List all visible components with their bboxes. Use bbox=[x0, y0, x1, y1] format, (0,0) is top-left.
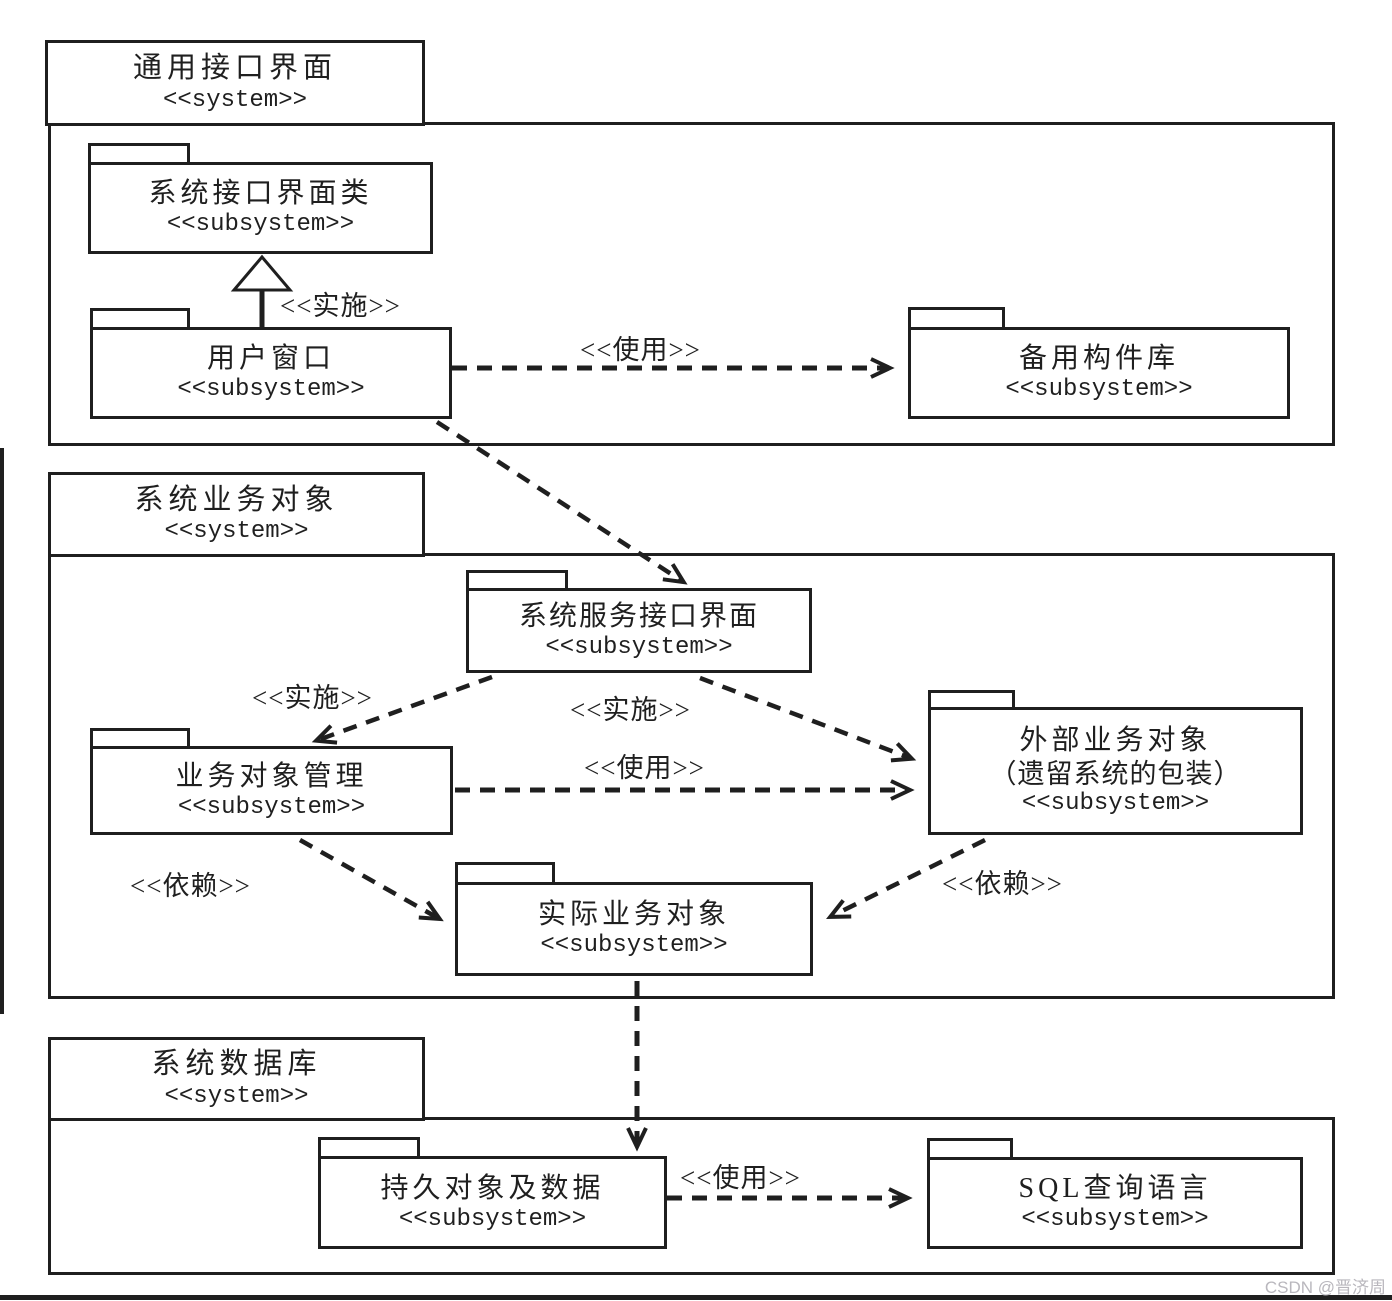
package-body: 实际业务对象 <<subsystem>> bbox=[455, 882, 813, 976]
label-use-1: <<使用>> bbox=[580, 335, 701, 365]
label-implement-2: <<实施>> bbox=[252, 683, 373, 713]
package-body: 备用构件库 <<subsystem>> bbox=[908, 327, 1290, 419]
package-body: 外部业务对象 （遗留系统的包装） <<subsystem>> bbox=[928, 707, 1303, 835]
label-implement-1: <<实施>> bbox=[280, 291, 401, 321]
package-service-interface: 系统服务接口界面 <<subsystem>> bbox=[466, 570, 812, 673]
package-stereotype: <<subsystem>> bbox=[166, 211, 355, 239]
package-actual-business-object: 实际业务对象 <<subsystem>> bbox=[455, 862, 813, 976]
package-name: 备用构件库 bbox=[1018, 343, 1179, 375]
package-sql-language: SQL查询语言 <<subsystem>> bbox=[927, 1138, 1303, 1249]
package-name: 实际业务对象 bbox=[537, 899, 730, 931]
package-body: SQL查询语言 <<subsystem>> bbox=[927, 1157, 1303, 1249]
label-implement-3: <<实施>> bbox=[570, 695, 691, 725]
package-stereotype: <<subsystem>> bbox=[1021, 790, 1210, 818]
package-body: 用户窗口 <<subsystem>> bbox=[90, 327, 452, 419]
label-depend-1: <<依赖>> bbox=[130, 871, 251, 901]
label-use-3: <<使用>> bbox=[680, 1163, 801, 1193]
package-user-window: 用户窗口 <<subsystem>> bbox=[90, 308, 452, 419]
package-stereotype: <<subsystem>> bbox=[1021, 1206, 1209, 1234]
package-body: 系统接口界面类 <<subsystem>> bbox=[88, 162, 433, 254]
package-stereotype: <<subsystem>> bbox=[177, 793, 366, 821]
bottom-edge-bar bbox=[0, 1295, 1392, 1300]
package-name: 业务对象管理 bbox=[175, 760, 368, 792]
package-stereotype: <<subsystem>> bbox=[1005, 376, 1193, 404]
package-name: 系统服务接口界面 bbox=[518, 600, 759, 632]
package-body: 持久对象及数据 <<subsystem>> bbox=[318, 1156, 667, 1249]
package-external-business-object: 外部业务对象 （遗留系统的包装） <<subsystem>> bbox=[928, 690, 1303, 835]
package-name: 持久对象及数据 bbox=[380, 1172, 605, 1204]
system-title: 系统数据库 bbox=[151, 1048, 322, 1081]
package-ui-interface-class: 系统接口界面类 <<subsystem>> bbox=[88, 143, 433, 254]
package-body: 业务对象管理 <<subsystem>> bbox=[90, 746, 453, 835]
label-use-2: <<使用>> bbox=[584, 753, 705, 783]
package-business-object-mgmt: 业务对象管理 <<subsystem>> bbox=[90, 728, 453, 835]
package-persistent-objects: 持久对象及数据 <<subsystem>> bbox=[318, 1137, 667, 1249]
system-stereotype: <<system>> bbox=[162, 86, 308, 114]
left-edge-bar bbox=[0, 448, 4, 1014]
package-stereotype: <<subsystem>> bbox=[540, 932, 728, 960]
package-name: 系统接口界面类 bbox=[148, 178, 373, 210]
package-name: 外部业务对象 bbox=[1019, 724, 1212, 756]
system-label-general-interface: 通用接口界面 <<system>> bbox=[45, 40, 425, 126]
system-container-business-objects bbox=[48, 553, 1335, 999]
system-container-database bbox=[48, 1117, 1335, 1275]
watermark: CSDN @晋济周 bbox=[1264, 1278, 1386, 1297]
label-depend-2: <<依赖>> bbox=[942, 869, 1063, 899]
system-title: 通用接口界面 bbox=[132, 52, 337, 85]
package-body: 系统服务接口界面 <<subsystem>> bbox=[466, 588, 812, 673]
system-title: 系统业务对象 bbox=[134, 483, 339, 516]
package-name: 用户窗口 bbox=[206, 343, 335, 375]
package-stereotype: <<subsystem>> bbox=[398, 1205, 587, 1233]
system-stereotype: <<system>> bbox=[164, 1082, 309, 1110]
package-stereotype: <<subsystem>> bbox=[545, 633, 733, 661]
package-component-library: 备用构件库 <<subsystem>> bbox=[908, 307, 1290, 419]
system-label-database: 系统数据库 <<system>> bbox=[48, 1037, 425, 1121]
package-subtitle: （遗留系统的包装） bbox=[989, 758, 1242, 789]
system-stereotype: <<system>> bbox=[164, 518, 309, 546]
system-label-business-objects: 系统业务对象 <<system>> bbox=[48, 472, 425, 557]
package-stereotype: <<subsystem>> bbox=[177, 376, 365, 404]
package-name: SQL查询语言 bbox=[1018, 1173, 1212, 1205]
system-container-general-interface bbox=[48, 122, 1335, 446]
